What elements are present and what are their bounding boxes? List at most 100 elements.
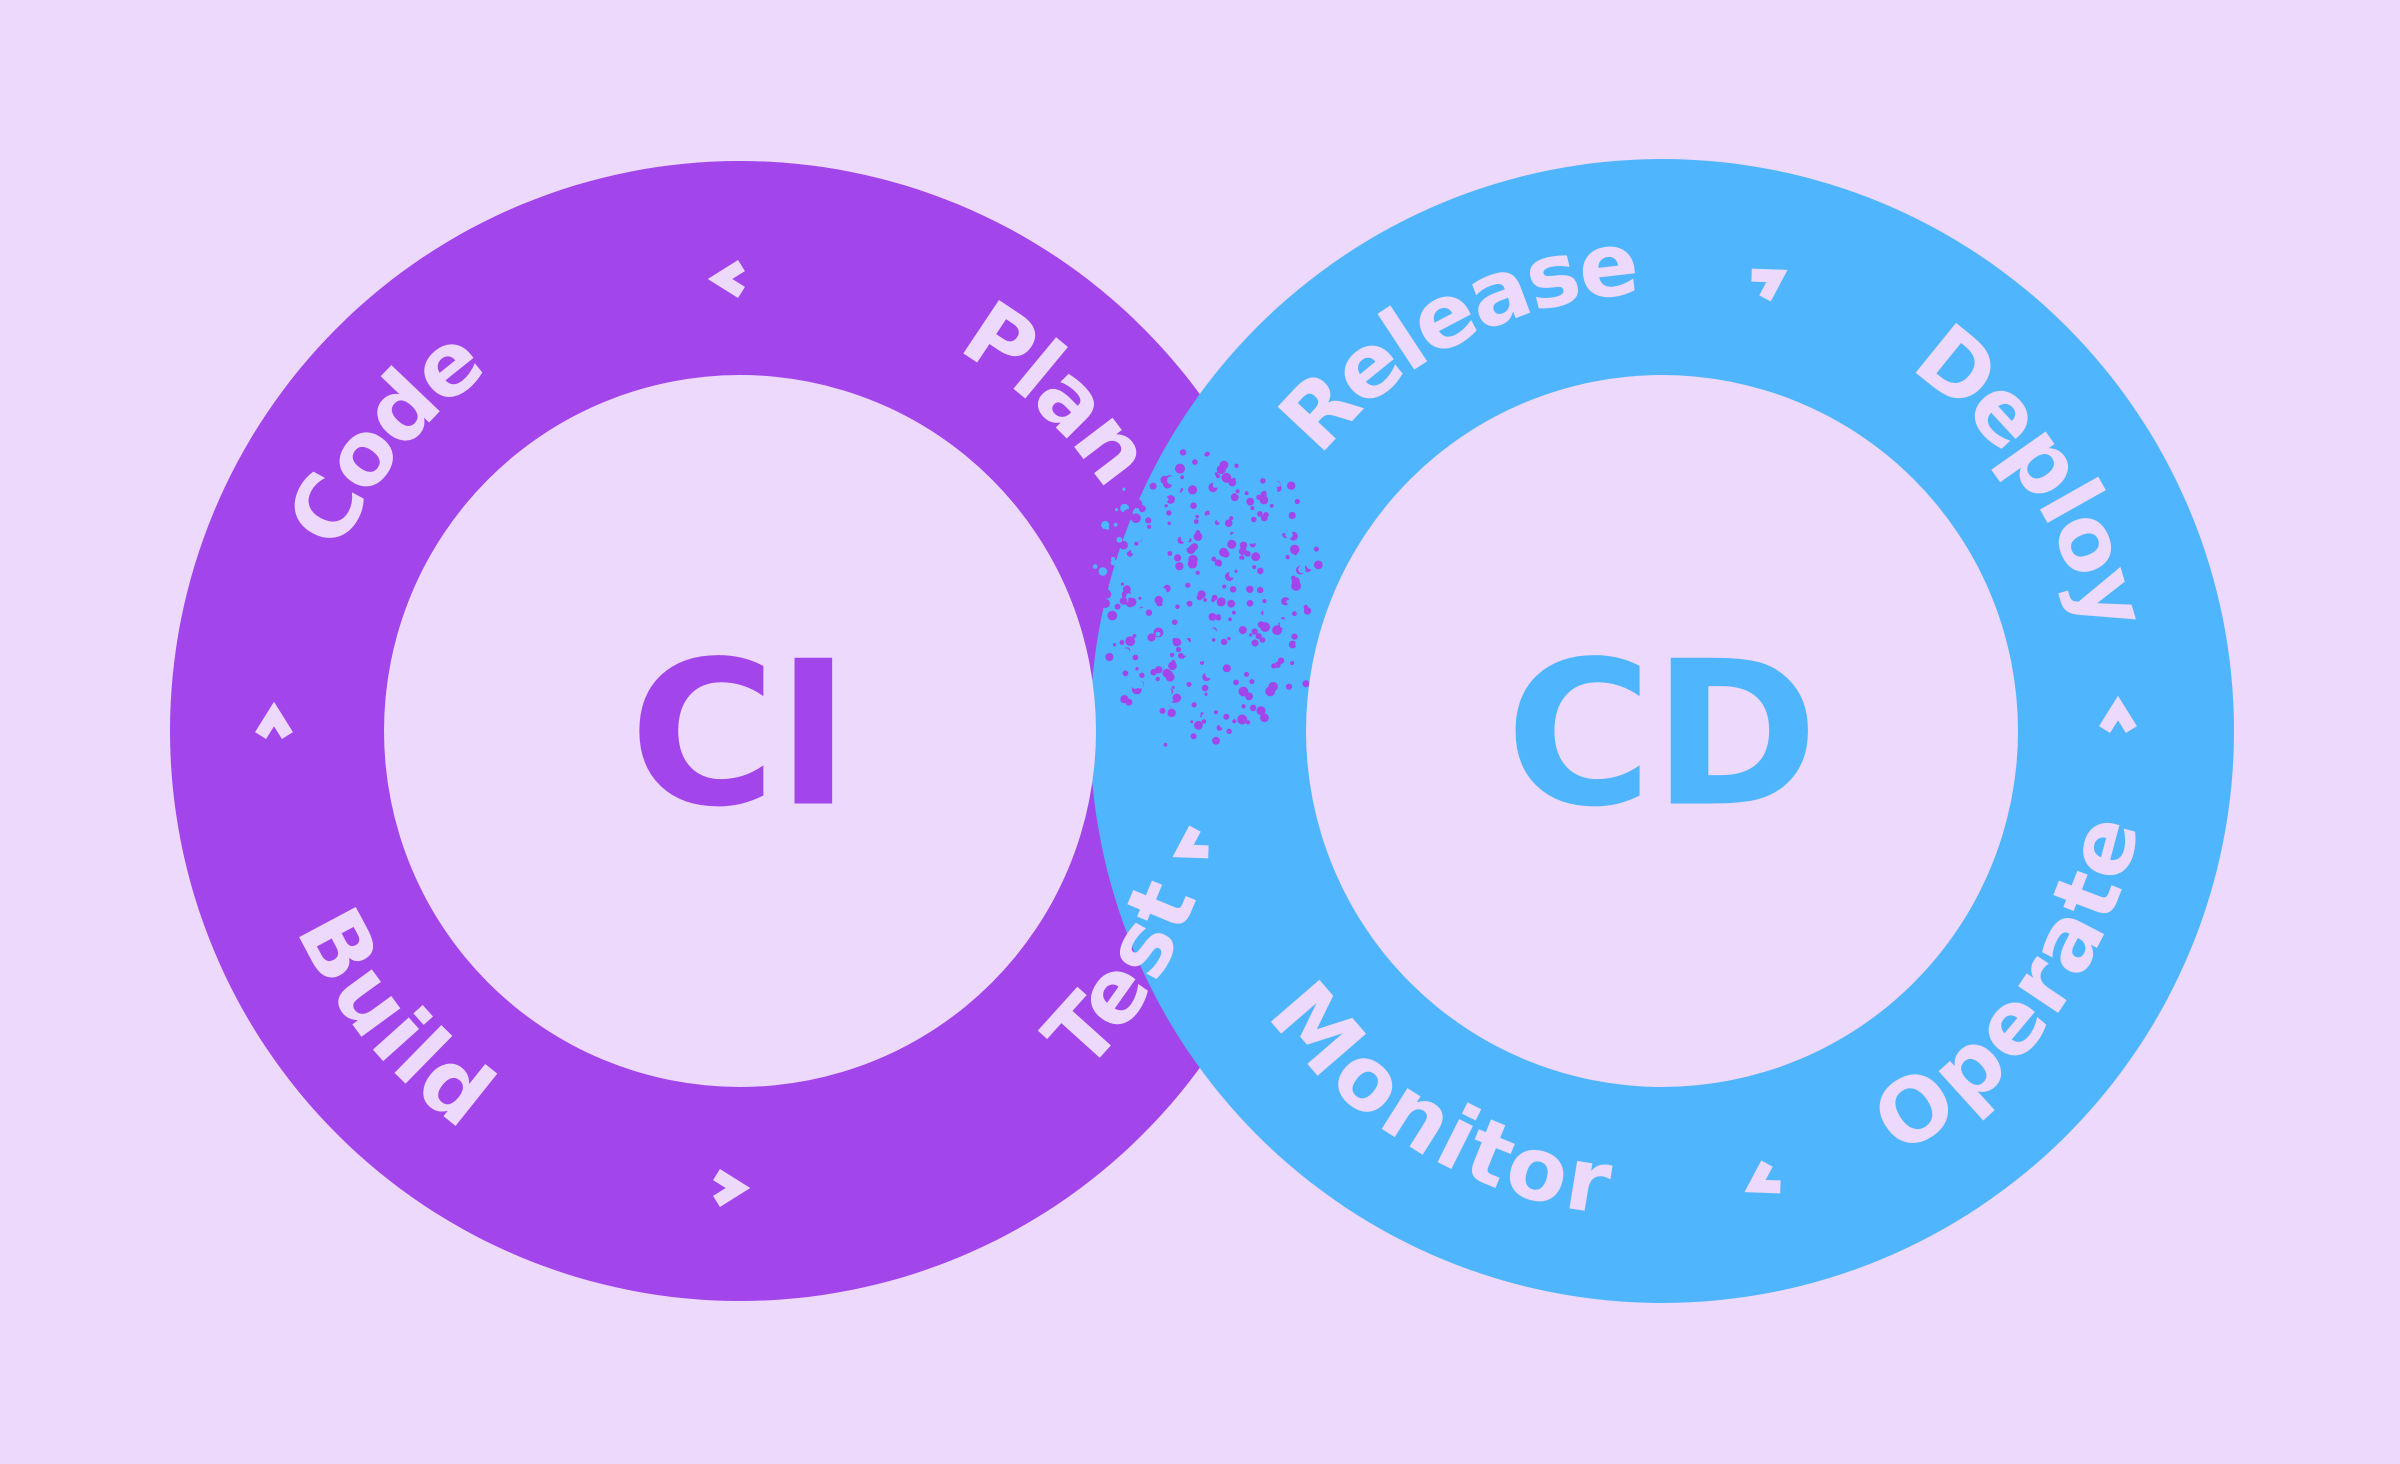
speckle-dot xyxy=(1212,565,1220,573)
speckle-dot xyxy=(1211,594,1218,601)
speckle-transition xyxy=(1082,449,1328,753)
speckle-dot xyxy=(1304,596,1311,604)
speckle-dot xyxy=(1186,681,1192,687)
speckle-dot xyxy=(1290,544,1300,555)
speckle-dot xyxy=(1237,509,1244,515)
speckle-dot xyxy=(1195,570,1200,575)
speckle-dot xyxy=(1144,693,1149,698)
speckle-dot xyxy=(1275,501,1281,508)
speckle-dot xyxy=(1180,533,1190,543)
speckle-dot xyxy=(1125,698,1133,706)
speckle-dot xyxy=(1162,687,1172,697)
speckle-dot xyxy=(1262,599,1267,604)
speckle-dot xyxy=(1279,620,1289,629)
speckle-dot xyxy=(1150,701,1157,708)
speckle-dot xyxy=(1172,693,1182,703)
speckle-dot xyxy=(1239,541,1248,549)
speckle-dot xyxy=(1215,614,1222,621)
speckle-dot xyxy=(1246,497,1255,506)
speckle-dot xyxy=(1271,663,1277,669)
speckle-dot xyxy=(1183,630,1190,636)
speckle-dot xyxy=(1273,529,1279,535)
speckle-dot xyxy=(1229,586,1237,593)
speckle-dot xyxy=(1128,579,1136,587)
speckle-dot xyxy=(1185,701,1190,705)
speckle-dot xyxy=(1162,463,1168,469)
speckle-dot xyxy=(1214,559,1223,567)
speckle-dot xyxy=(1212,736,1220,745)
speckle-dot xyxy=(1195,514,1199,519)
speckle-dot xyxy=(1242,657,1249,664)
speckle-dot xyxy=(1100,561,1105,567)
speckle-dot xyxy=(1251,552,1261,561)
speckle-dot xyxy=(1152,640,1157,645)
speckle-dot xyxy=(1269,578,1279,588)
speckle-dot xyxy=(1214,472,1219,476)
speckle-dot xyxy=(1175,604,1180,610)
speckle-dot xyxy=(1239,555,1245,561)
cd-chevron-icon xyxy=(2099,695,2137,733)
speckle-dot xyxy=(1259,637,1266,643)
speckle-dot xyxy=(1190,733,1197,740)
speckle-dot xyxy=(1272,625,1282,636)
speckle-dot xyxy=(1295,639,1305,649)
speckle-dot xyxy=(1211,556,1217,562)
speckle-dot xyxy=(1159,615,1166,622)
speckle-dot xyxy=(1292,622,1297,627)
speckle-dot xyxy=(1175,463,1185,474)
speckle-dot xyxy=(1178,652,1184,659)
speckle-dot xyxy=(1197,574,1205,582)
speckle-dot xyxy=(1098,567,1108,576)
speckle-dot xyxy=(1114,568,1120,574)
speckle-dot xyxy=(1296,551,1306,561)
speckle-dot xyxy=(1147,524,1152,529)
speckle-dot xyxy=(1185,543,1190,548)
speckle-dot xyxy=(1257,621,1265,628)
speckle-dot xyxy=(1177,614,1188,624)
speckle-dot xyxy=(1116,536,1123,543)
speckle-dot xyxy=(1257,586,1264,594)
speckle-dot xyxy=(1133,532,1143,542)
speckle-dot xyxy=(1123,494,1133,504)
speckle-dot xyxy=(1216,745,1223,753)
speckle-dot xyxy=(1229,516,1234,521)
speckle-dot xyxy=(1263,549,1268,554)
speckle-dot xyxy=(1119,640,1125,645)
speckle-dot xyxy=(1193,519,1199,524)
speckle-dot xyxy=(1258,573,1265,581)
speckle-dot xyxy=(1313,560,1323,570)
speckle-dot xyxy=(1277,657,1285,664)
speckle-dot xyxy=(1235,489,1240,494)
speckle-dot xyxy=(1279,689,1283,693)
speckle-dot xyxy=(1166,495,1175,504)
speckle-dot xyxy=(1261,467,1270,476)
speckle-dot xyxy=(1215,660,1221,667)
speckle-dot xyxy=(1154,643,1161,650)
speckle-dot xyxy=(1196,653,1205,662)
speckle-dot xyxy=(1117,682,1123,689)
speckle-dot xyxy=(1227,561,1234,568)
cd-chevron-icon xyxy=(1751,268,1788,302)
speckle-dot xyxy=(1167,551,1173,556)
speckle-dot xyxy=(1301,581,1306,586)
speckle-dot xyxy=(1194,720,1203,730)
speckle-dot xyxy=(1306,561,1314,570)
speckle-dot xyxy=(1172,638,1182,647)
speckle-dot xyxy=(1145,517,1152,524)
speckle-dot xyxy=(1171,483,1181,494)
speckle-dot xyxy=(1158,589,1163,594)
speckle-dot xyxy=(1165,497,1169,502)
speckle-dot xyxy=(1188,485,1198,495)
speckle-dot xyxy=(1208,628,1217,637)
speckle-dot xyxy=(1270,486,1278,494)
speckle-dot xyxy=(1211,719,1215,724)
speckle-dot xyxy=(1220,614,1225,619)
speckle-dot xyxy=(1223,713,1230,720)
speckle-dot xyxy=(1275,507,1280,511)
speckle-dot xyxy=(1165,672,1175,682)
speckle-dot xyxy=(1228,551,1235,558)
speckle-dot xyxy=(1227,599,1236,608)
ci-center-label: CI xyxy=(629,619,850,852)
speckle-dot xyxy=(1203,598,1207,602)
speckle-dot xyxy=(1213,710,1218,715)
